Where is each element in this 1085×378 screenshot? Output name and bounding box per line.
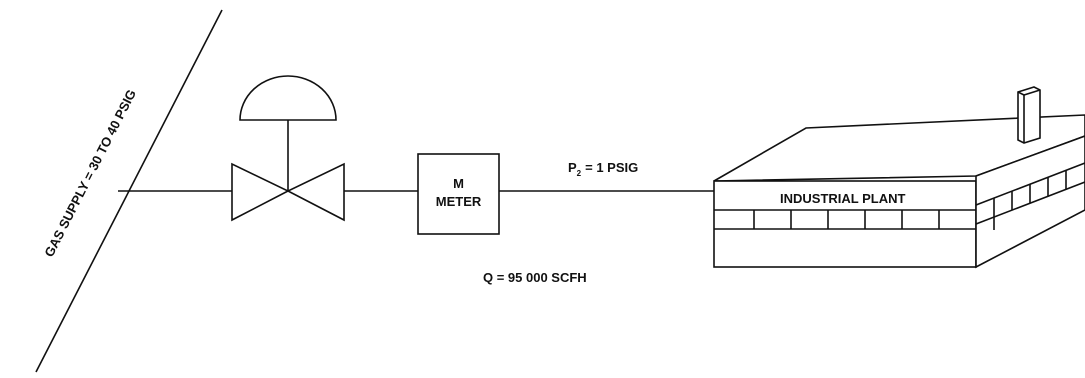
plant-label: INDUSTRIAL PLANT <box>780 191 905 206</box>
meter-label: METER <box>436 194 482 209</box>
pressure-regulator-valve <box>231 75 345 222</box>
industrial-plant-building: INDUSTRIAL PLANT <box>713 86 1085 269</box>
pressure-subscript: 2 <box>577 169 582 178</box>
pressure-value: = 1 PSIG <box>585 160 638 175</box>
roof-vent-stack <box>1017 86 1041 144</box>
vent-body <box>1017 86 1041 144</box>
meter: M METER <box>417 153 500 235</box>
diaphragm-actuator-dome <box>239 75 337 121</box>
gas-supply-label: GAS SUPPLY = 30 TO 40 PSIG <box>41 87 139 259</box>
meter-letter: M <box>453 176 464 191</box>
plant-roof <box>713 114 1085 182</box>
valve-right-triangle <box>286 162 345 222</box>
flow-rate-label: Q = 95 000 SCFH <box>483 270 587 285</box>
pressure-symbol: P <box>568 160 577 175</box>
valve-left-triangle <box>231 162 290 222</box>
outlet-pressure-label: P2= 1 PSIG <box>568 160 638 178</box>
plant-front-wall <box>713 180 977 268</box>
meter-box <box>417 153 500 235</box>
